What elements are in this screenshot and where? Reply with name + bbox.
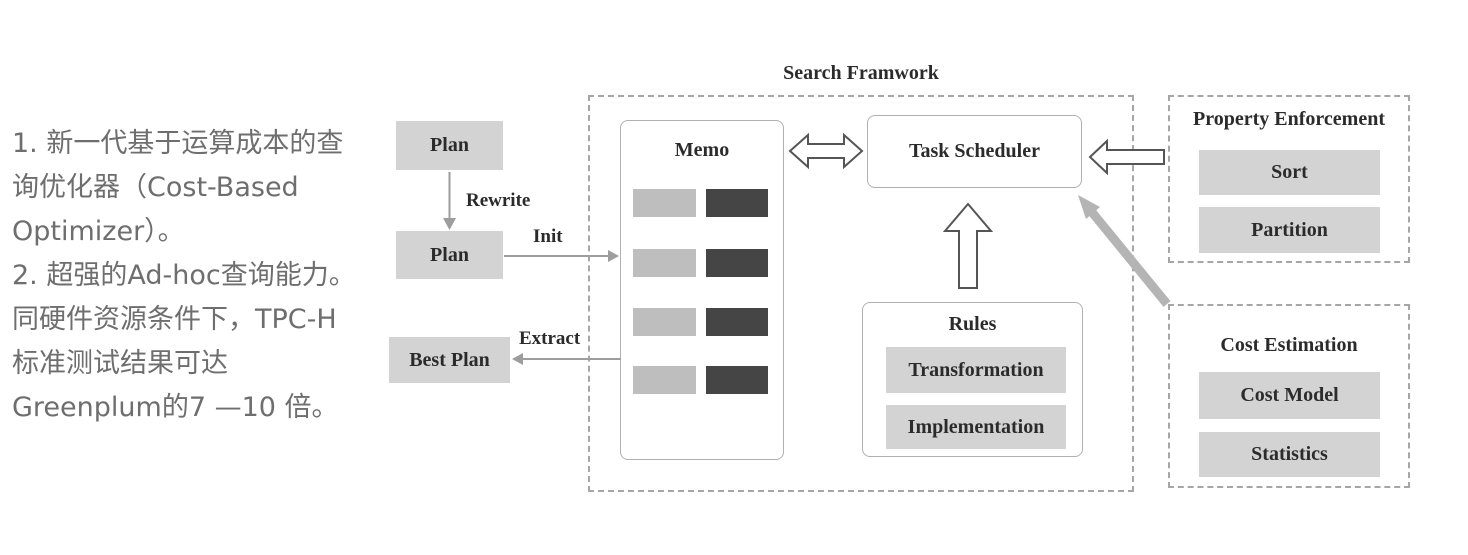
- rules-title: Rules: [948, 313, 997, 335]
- property-enforcement-panel: Property Enforcement Sort Partition: [1168, 95, 1410, 263]
- memo-title: Memo: [674, 139, 730, 161]
- description-line: 2. 超强的Ad-hoc查询能力。: [12, 260, 356, 291]
- implementation-box: Implementation: [886, 405, 1066, 449]
- description-line: 询优化器（Cost-Based: [12, 172, 299, 203]
- memo-group-cell-light: [633, 308, 696, 336]
- memo-group-cell-light: [633, 189, 696, 217]
- description-line: 同硬件资源条件下，TPC-H: [12, 304, 337, 335]
- transformation-box: Transformation: [886, 347, 1066, 393]
- rules-box: Rules Transformation Implementation: [862, 302, 1083, 457]
- statistics-box: Statistics: [1199, 432, 1380, 477]
- memo-group-cell-dark: [706, 366, 768, 394]
- memo-box: Memo: [620, 120, 784, 460]
- memo-group-cell-dark: [706, 249, 768, 277]
- plan-box-top: Plan: [396, 121, 503, 170]
- memo-group-cell-dark: [706, 308, 768, 336]
- task-scheduler-box: Task Scheduler: [867, 115, 1082, 188]
- sort-box: Sort: [1199, 150, 1380, 195]
- rewrite-label: Rewrite: [466, 190, 531, 211]
- partition-box: Partition: [1199, 207, 1380, 253]
- cost-model-box: Cost Model: [1199, 372, 1380, 419]
- init-label: Init: [533, 226, 563, 247]
- description-text: 1. 新一代基于运算成本的查 询优化器（Cost-Based Optimizer…: [12, 122, 372, 430]
- extract-label: Extract: [519, 328, 581, 349]
- memo-group-cell-light: [633, 366, 696, 394]
- cost-estimation-panel: Cost Estimation Cost Model Statistics: [1168, 304, 1410, 488]
- rewrite-arrow: [443, 172, 456, 230]
- description-line: Optimizer）。: [12, 216, 185, 247]
- memo-group-cell-light: [633, 249, 696, 277]
- search-framework-title: Search Framwork: [783, 62, 939, 84]
- description-line: 1. 新一代基于运算成本的查: [12, 128, 344, 159]
- description-line: Greenplum的7 —10 倍。: [12, 392, 339, 423]
- description-line: 标准测试结果可达: [12, 348, 228, 379]
- memo-group-cell-dark: [706, 189, 768, 217]
- best-plan-box: Best Plan: [389, 337, 510, 383]
- plan-box-bottom: Plan: [396, 231, 503, 279]
- cost-estimation-title: Cost Estimation: [1220, 334, 1358, 356]
- property-enforcement-title: Property Enforcement: [1193, 108, 1385, 130]
